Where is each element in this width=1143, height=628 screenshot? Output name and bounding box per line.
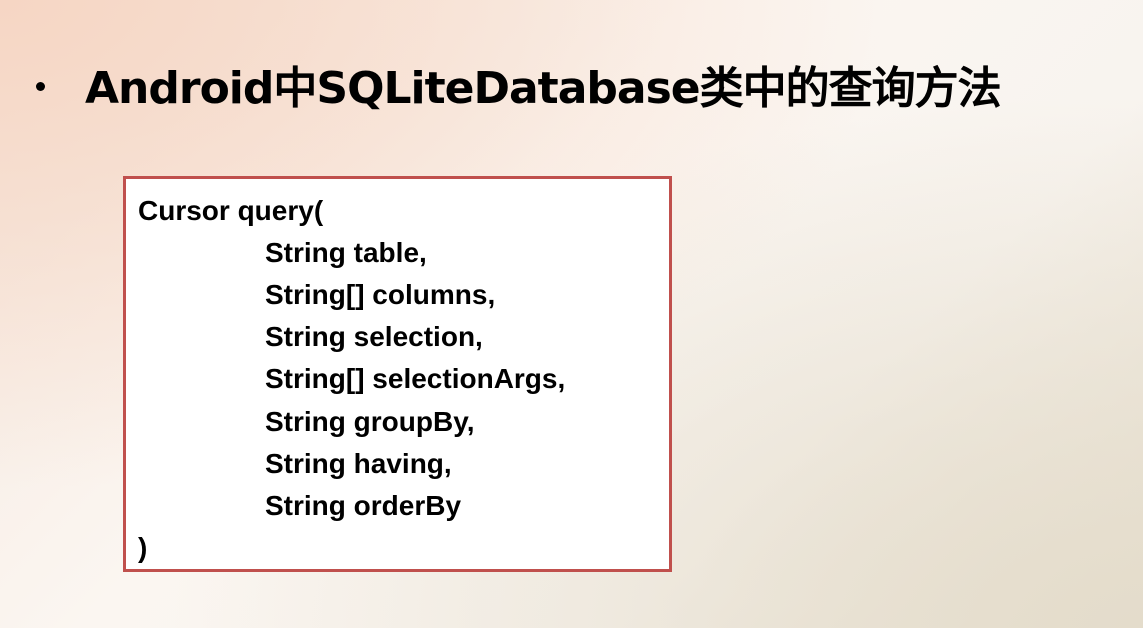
slide-title: Android中SQLiteDatabase类中的查询方法 (85, 63, 1002, 114)
code-param: String[] selectionArgs, (265, 363, 566, 394)
bullet-icon (36, 81, 45, 91)
code-signature-open: Cursor query( (138, 195, 324, 226)
code-param: String groupBy, (265, 406, 475, 437)
code-param: String selection, (265, 321, 483, 352)
code-signature-close: ) (138, 532, 148, 563)
code-param: String[] columns, (265, 279, 496, 310)
code-param: String orderBy (265, 490, 462, 521)
code-box: Cursor query( String table, String[] col… (123, 176, 672, 572)
code-param: String having, (265, 448, 452, 479)
code-param: String table, (265, 237, 427, 268)
slide-title-row: Android中SQLiteDatabase类中的查询方法 (36, 52, 1002, 116)
